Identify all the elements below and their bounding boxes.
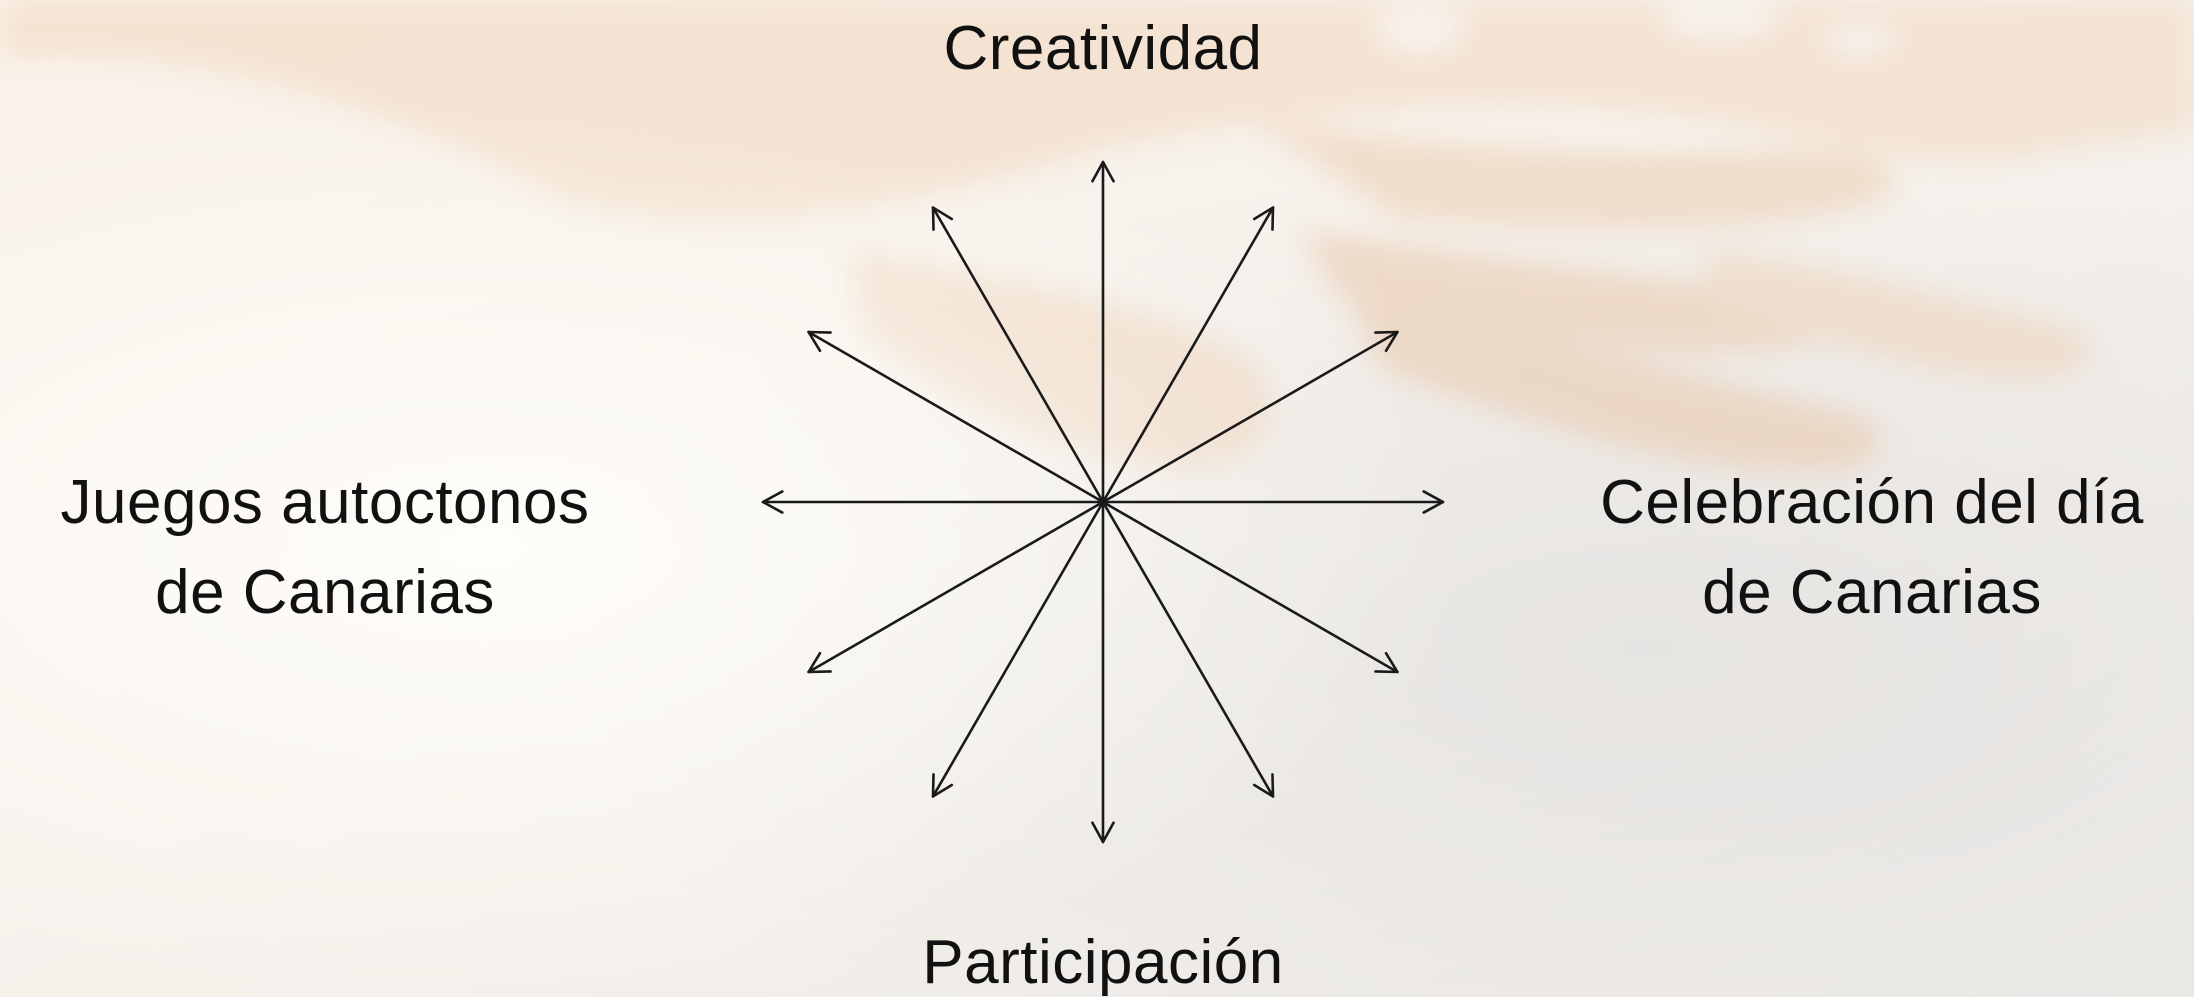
arrowhead xyxy=(1422,490,1445,514)
label-juegos-autoctonos: Juegos autoctonos de Canarias xyxy=(0,458,650,638)
arrowhead xyxy=(931,206,954,231)
arrow-shaft xyxy=(807,500,1105,674)
label-right-line1: Celebración del día xyxy=(1600,468,2144,537)
arrow xyxy=(1101,330,1399,504)
arrowhead xyxy=(1091,821,1115,844)
label-right-line2: de Canarias xyxy=(1702,558,2042,627)
arrow xyxy=(1101,206,1275,504)
arrowhead xyxy=(1374,651,1399,674)
arrow xyxy=(1101,500,1275,798)
arrow xyxy=(931,500,1105,798)
label-participacion: Participación xyxy=(853,918,1353,997)
arrow xyxy=(807,330,1105,504)
arrowhead xyxy=(761,490,784,514)
label-creatividad: Creatividad xyxy=(903,4,1303,94)
arrowhead xyxy=(1374,330,1399,353)
arrow xyxy=(1101,500,1399,674)
label-left-line2: de Canarias xyxy=(155,558,495,627)
arrow-shaft xyxy=(931,500,1105,798)
arrowhead xyxy=(807,651,832,674)
label-top-text: Creatividad xyxy=(943,14,1263,83)
arrow-shaft xyxy=(1101,500,1399,674)
arrow-shaft xyxy=(931,206,1105,504)
label-celebracion-dia: Celebración del día de Canarias xyxy=(1550,458,2194,638)
arrow xyxy=(807,500,1105,674)
label-left-line1: Juegos autoctonos xyxy=(60,468,590,537)
arrow-shaft xyxy=(1101,500,1275,798)
label-bottom-text: Participación xyxy=(922,928,1284,997)
arrowhead xyxy=(931,773,954,798)
arrow-shaft xyxy=(1101,206,1275,504)
arrowhead xyxy=(1252,206,1275,231)
arrow xyxy=(761,490,1105,514)
arrow xyxy=(931,206,1105,504)
arrow-shaft xyxy=(1101,330,1399,504)
arrow xyxy=(1101,490,1445,514)
arrowhead xyxy=(807,330,832,353)
arrow-shaft xyxy=(807,330,1105,504)
arrow xyxy=(1091,160,1115,504)
arrow xyxy=(1091,500,1115,844)
arrowhead xyxy=(1091,160,1115,183)
arrowhead xyxy=(1252,773,1275,798)
